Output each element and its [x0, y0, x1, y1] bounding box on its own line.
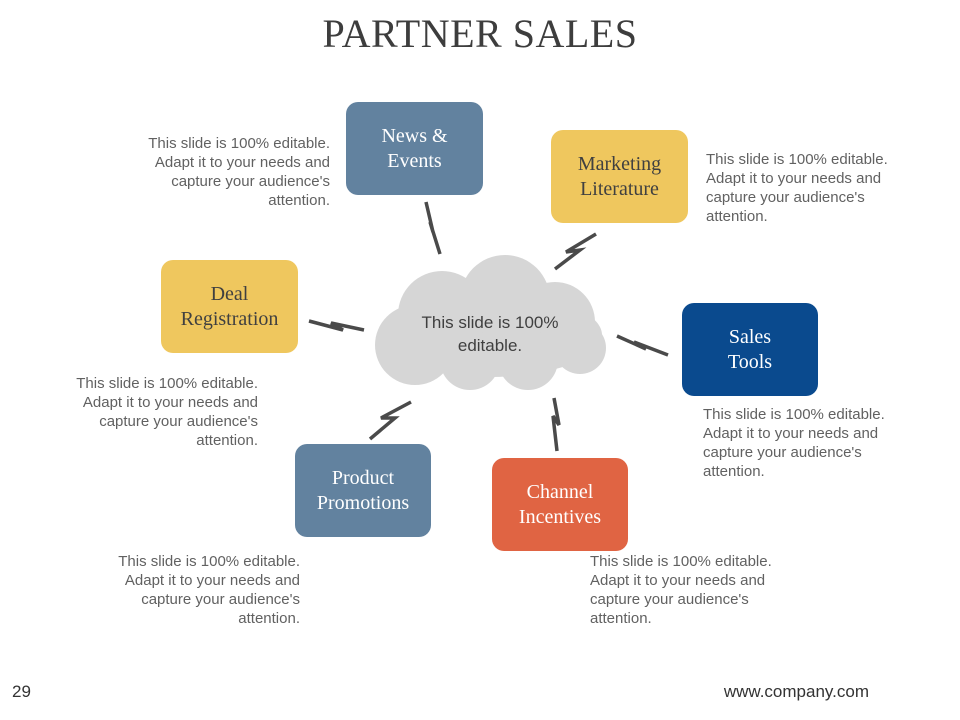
connector-news [424, 201, 442, 255]
connector-sales [616, 334, 669, 357]
node-sales-tools-description: This slide is 100% editable. Adapt it to… [703, 406, 885, 480]
node-marketing-literature: Marketing Literature [551, 130, 688, 223]
node-product-promotions-description: This slide is 100% editable. Adapt it to… [118, 553, 300, 627]
node-marketing-literature-description: This slide is 100% editable. Adapt it to… [706, 151, 888, 225]
node-product-promotions: Product Promotions [295, 444, 431, 537]
node-news-events: News & Events [346, 102, 483, 195]
node-deal-registration: Deal Registration [161, 260, 298, 353]
node-channel-incentives-description: This slide is 100% editable. Adapt it to… [590, 553, 772, 627]
center-cloud-text: This slide is 100% editable. [421, 313, 559, 355]
connector-product [368, 400, 412, 441]
node-news-events-description: This slide is 100% editable. Adapt it to… [148, 135, 330, 209]
page-number: 29 [12, 682, 31, 701]
connector-channel [551, 397, 561, 452]
footer-url: www.company.com [723, 682, 869, 701]
cloud-shape [375, 255, 606, 390]
node-channel-incentives: Channel Incentives [492, 458, 628, 551]
connector-marketing [553, 232, 597, 271]
node-sales-tools: Sales Tools [682, 303, 818, 396]
node-deal-registration-description: This slide is 100% editable. Adapt it to… [76, 375, 258, 449]
slide-title: PARTNER SALES [322, 11, 638, 56]
connector-deal [308, 319, 365, 332]
